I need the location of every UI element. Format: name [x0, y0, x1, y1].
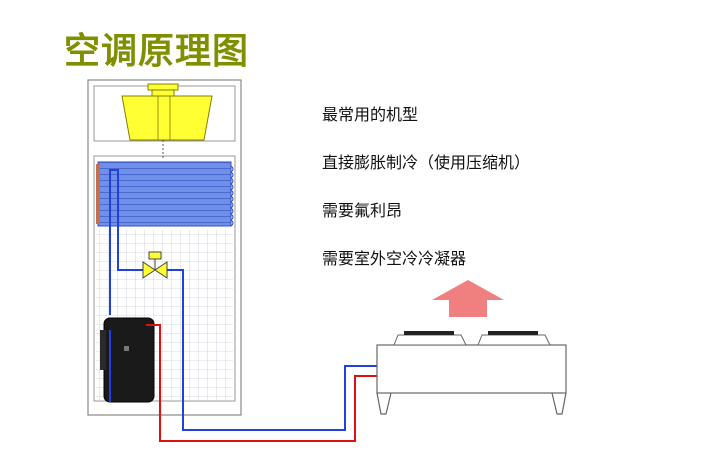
evaporator-coil	[96, 161, 234, 227]
blower-fan	[121, 83, 213, 160]
feature-list: 最常用的机型 直接膨胀制冷（使用压缩机） 需要氟利昂 需要室外空冷冷凝器	[322, 103, 530, 295]
page-title: 空调原理图	[64, 31, 250, 72]
condenser-leg-right	[551, 392, 567, 415]
indoor-unit	[87, 79, 377, 442]
feature-item-1: 最常用的机型	[322, 105, 419, 124]
expansion-valve	[142, 251, 168, 279]
condenser-fan-left	[393, 331, 467, 346]
compressor	[100, 317, 155, 403]
liquid-line-pipe	[165, 269, 377, 431]
discharge-pipe	[146, 324, 377, 442]
feature-item-4: 需要室外空冷冷凝器	[322, 249, 467, 268]
suction-pipe	[109, 169, 145, 315]
feature-item-3: 需要氟利昂	[322, 201, 403, 220]
condenser-body	[376, 344, 567, 394]
feature-item-2: 直接膨胀制冷（使用压缩机）	[322, 153, 531, 172]
outdoor-condenser	[376, 280, 567, 415]
airflow-up-arrow	[432, 280, 504, 317]
condenser-leg-left	[376, 392, 392, 415]
condenser-fan-right	[477, 331, 551, 346]
